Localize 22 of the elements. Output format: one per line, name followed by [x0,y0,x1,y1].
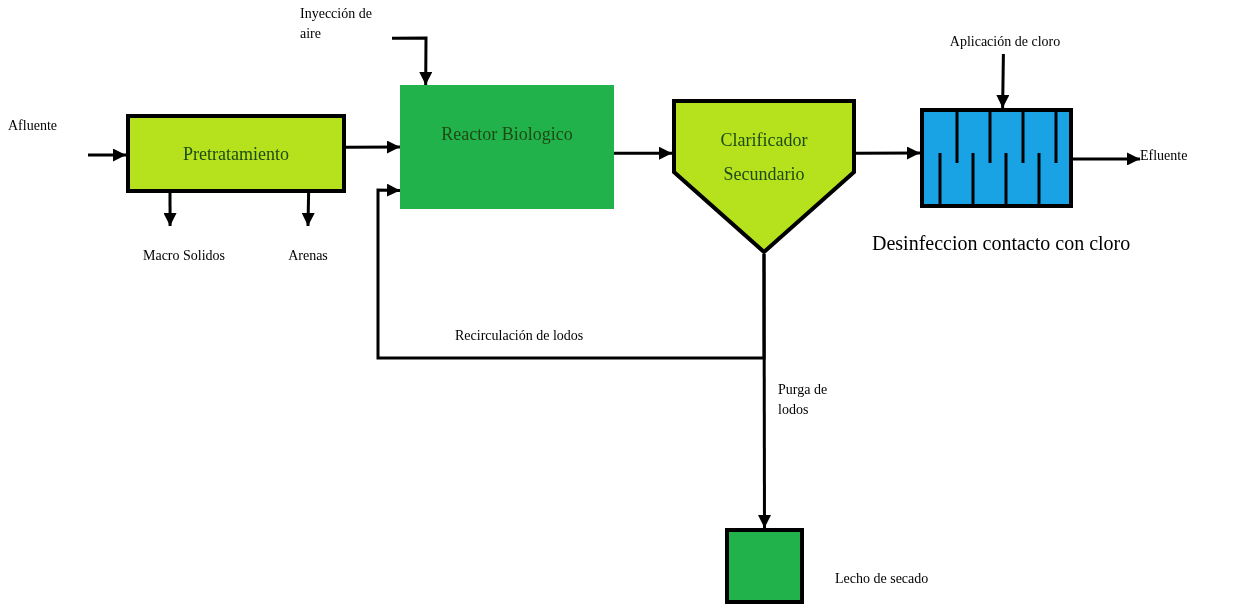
arrow [856,146,920,160]
arrow [376,183,766,360]
arrow [88,148,126,162]
arrow [614,146,672,160]
flow-label: Aplicación de cloro [925,32,1085,54]
arrow [346,140,400,154]
process-box: Reactor Biologico [400,85,614,209]
node-label: Lecho de secado [835,570,930,588]
flow-label: Efluente [1140,146,1220,168]
arrow [392,36,433,85]
flow-label: Arenas [270,226,346,266]
arrow [1073,152,1140,166]
arrow [163,193,177,226]
clarifier-tank: Clarificador Secundario [672,99,856,254]
flow-label: Afluente [8,116,88,166]
node-label: Desinfeccion contacto con cloro [872,231,1132,256]
process-box: Pretratamiento [126,114,346,193]
flow-label: Inyección de aire [300,4,392,48]
arrow [758,254,771,528]
flow-label: Macro Solidos [126,226,242,266]
arrow [301,192,315,227]
arrow [996,53,1010,109]
